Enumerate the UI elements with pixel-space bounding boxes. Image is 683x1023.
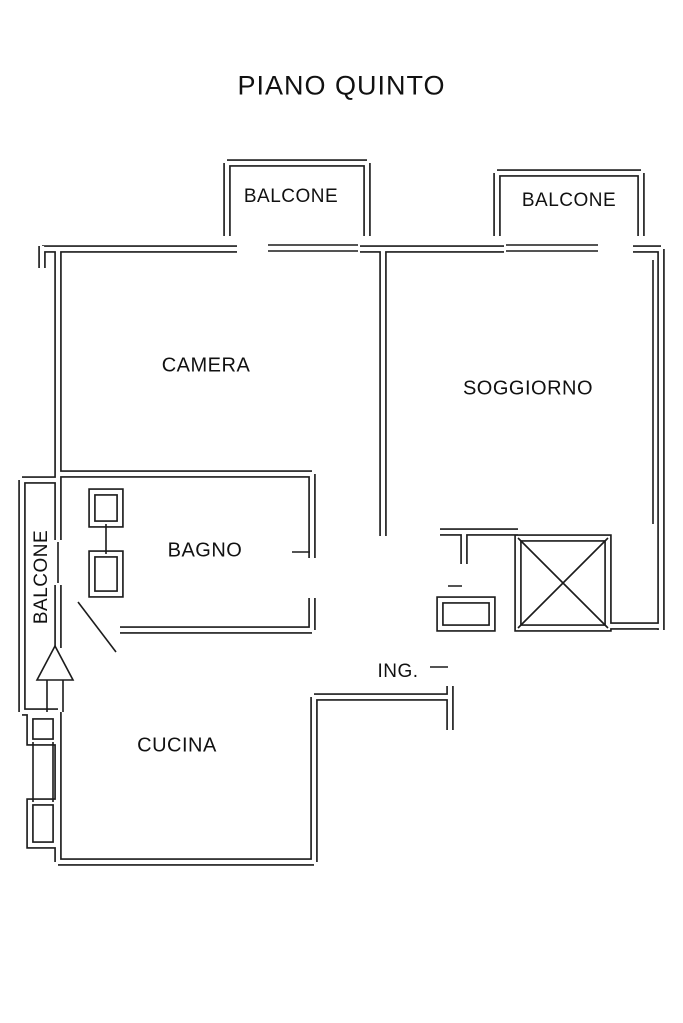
- room-label-cucina: CUCINA: [137, 734, 217, 757]
- room-label-camera: CAMERA: [161, 354, 251, 377]
- room-label-balcone-top-right: BALCONE: [521, 190, 617, 211]
- room-label-balcone-left: BALCONE: [31, 529, 52, 625]
- room-label-bagno: BAGNO: [167, 539, 243, 562]
- door-swing-line: [77, 601, 117, 653]
- entrance-arrow-icon: [35, 644, 75, 712]
- room-label-soggiorno: SOGGIORNO: [462, 377, 594, 400]
- plan-title: PIANO QUINTO: [237, 70, 446, 101]
- elevator-cross-icon: [517, 537, 609, 629]
- window-lines: [32, 244, 654, 802]
- room-label-ingresso: ING.: [377, 661, 419, 682]
- walls-outline: [22, 163, 661, 862]
- room-label-balcone-top-left: BALCONE: [243, 186, 339, 207]
